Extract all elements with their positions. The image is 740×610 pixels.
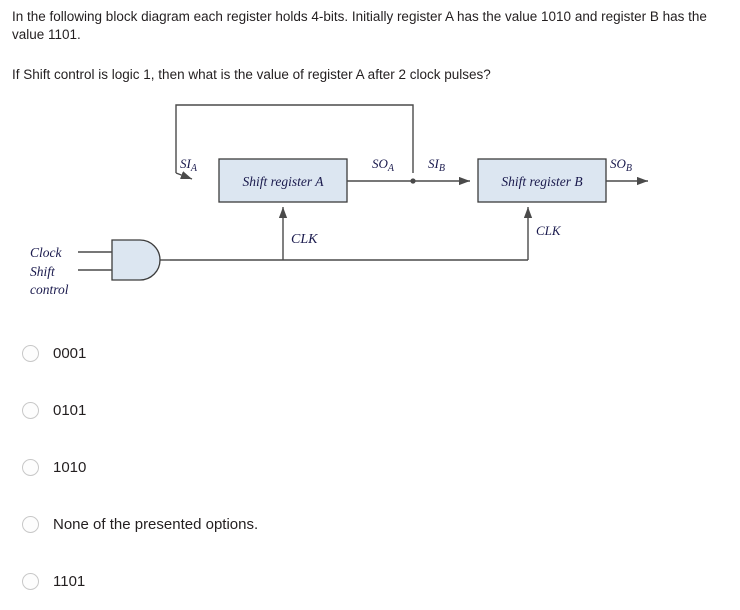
radio-button[interactable] [22,516,39,533]
control-label: control [30,282,69,297]
shift-register-a-label: Shift register A [243,174,325,189]
and-gate [78,239,161,281]
sib-label: SIB [428,156,445,174]
option-label: 0001 [53,344,87,362]
option-row[interactable]: 1010 [12,439,712,496]
option-row[interactable]: 0001 [12,325,712,382]
question-prompt: In the following block diagram each regi… [12,9,707,42]
option-label: 1101 [53,572,86,590]
soa-label: SOA [372,156,395,174]
block-diagram: Shift register A Shift register B [0,95,740,315]
option-label: 1010 [53,458,87,476]
option-row[interactable]: 1101 [12,553,712,610]
sob-label: SOB [610,156,632,174]
question-sub-prompt: If Shift control is logic 1, then what i… [12,67,491,82]
junction-dot [410,178,416,184]
radio-button[interactable] [22,459,39,476]
option-label: 0101 [53,401,87,419]
shift-label: Shift [30,264,56,279]
radio-button[interactable] [22,345,39,362]
clock-label: Clock [30,245,62,260]
shift-register-a-box [218,158,348,203]
answer-options: 0001 0101 1010 None of the presented opt… [12,325,712,610]
option-row[interactable]: 0101 [12,382,712,439]
option-label: None of the presented options. [53,515,259,533]
option-row[interactable]: None of the presented options. [12,496,712,553]
shift-register-b-label: Shift register B [501,174,582,189]
clk-a-label: CLK [291,232,318,247]
clk-b-label: CLK [536,223,562,238]
sia-label: SIA [180,156,198,174]
feedback-wire [175,104,414,180]
radio-button[interactable] [22,573,39,590]
radio-button[interactable] [22,402,39,419]
shift-register-b-box [477,158,607,203]
